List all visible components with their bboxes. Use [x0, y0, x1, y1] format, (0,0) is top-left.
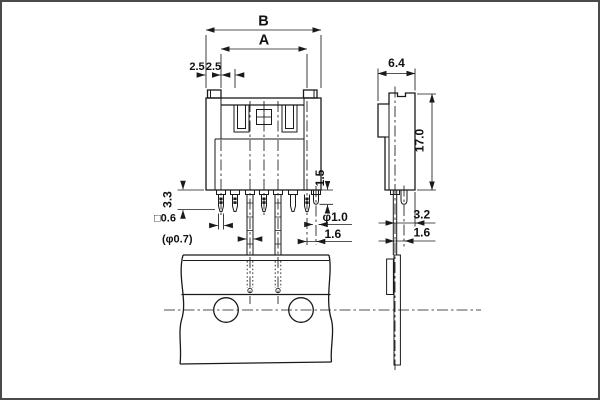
- dim-label-body-depth: 6.4: [388, 56, 405, 70]
- dim-pitch: 2.5 2.5: [189, 61, 245, 88]
- dim-pin-dia-ref: (φ0.7): [162, 234, 263, 246]
- dim-label-boss-offset: 1.6: [325, 227, 342, 241]
- housing-front: [205, 89, 322, 195]
- housing-lower-body: [214, 138, 305, 190]
- tape-front: [164, 254, 481, 365]
- carrier-strip-right: [274, 194, 282, 255]
- dim-label-edge-pitch: 2.5: [189, 61, 204, 73]
- dim-label-pin-protrusion: 3.3: [161, 191, 175, 208]
- dim-pin-span: A: [220, 33, 308, 88]
- pin-1: [218, 194, 224, 212]
- dim-pin-protrusion: 3.3: [161, 180, 215, 219]
- dim-overall-width: B: [205, 14, 322, 88]
- tape-side: [393, 254, 401, 366]
- dim-boss-dia: φ1.0: [304, 210, 352, 228]
- hidden-pin-ends: [246, 261, 282, 294]
- side-view: 6.4 17.0 3.2 1.6: [377, 56, 436, 370]
- centerlines-front: [220, 101, 317, 304]
- pin-4: [261, 194, 267, 212]
- dim-pin-square: □0.6: [154, 213, 233, 230]
- carrier-strip-left: [246, 194, 254, 255]
- dim-body-depth: 6.4: [377, 56, 416, 101]
- locating-boss-front: [313, 190, 319, 205]
- dim-label-pin-to-boss-side: 1.6: [414, 226, 431, 240]
- pin-7: [304, 194, 310, 212]
- tape-break-left: [179, 254, 185, 365]
- dim-boss-height: 1.5: [313, 169, 333, 214]
- dim-label-boss-dia: φ1.0: [323, 210, 349, 224]
- pin-2: [232, 194, 238, 212]
- latch-right: [302, 89, 318, 99]
- slot-left: [233, 105, 250, 133]
- pin-6: [290, 194, 296, 212]
- dim-label-boss-height: 1.5: [313, 169, 327, 186]
- slot-right: [281, 105, 298, 133]
- housing-side: [377, 92, 416, 191]
- tape-break-right: [327, 254, 334, 363]
- front-view: B A 2.5 2.5 3.3: [154, 14, 352, 304]
- dim-label-pin-span: A: [259, 33, 270, 49]
- dim-label-pin-dia-ref: (φ0.7): [162, 234, 193, 246]
- locating-boss-side: [400, 190, 408, 205]
- dim-label-pin-to-back: 3.2: [414, 208, 431, 222]
- dim-label-pin-pitch: 2.5: [206, 61, 221, 73]
- dim-label-overall-width: B: [258, 14, 268, 30]
- dim-body-height: 17.0: [413, 93, 436, 191]
- dim-label-body-height: 17.0: [413, 128, 427, 152]
- dim-pin-to-back: 3.2: [378, 192, 436, 227]
- dim-label-pin-square: □0.6: [154, 213, 176, 225]
- dim-pin-to-boss-side: 1.6: [378, 226, 436, 244]
- dim-boss-offset-front: 1.6: [297, 227, 352, 245]
- latch-left: [206, 89, 222, 99]
- tape-band-side: [386, 258, 394, 295]
